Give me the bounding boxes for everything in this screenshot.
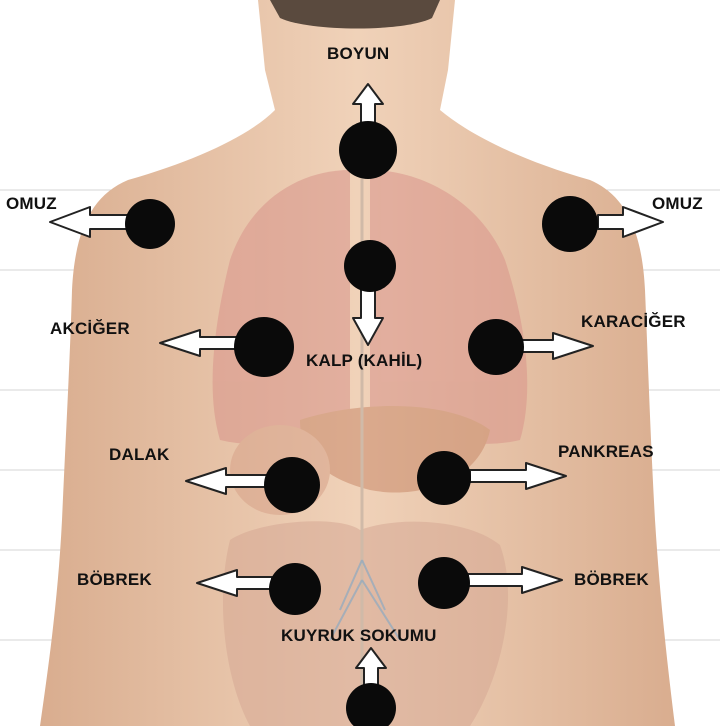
arrow-shoulder-right: [597, 206, 664, 238]
point-heart: [344, 240, 396, 292]
point-shoulder-left: [125, 199, 175, 249]
point-shoulder-right: [542, 196, 598, 252]
vessels: [329, 559, 401, 641]
lung-right-shape: [370, 170, 528, 444]
point-neck: [339, 121, 397, 179]
label-tailbone: KUYRUK SOKUMU: [281, 626, 437, 645]
label-heart: KALP (KAHİL): [306, 351, 423, 370]
label-kidney-right: BÖBREK: [574, 570, 649, 589]
point-pancreas: [417, 451, 471, 505]
point-lung: [234, 317, 294, 377]
points: [125, 121, 598, 726]
point-liver: [468, 319, 524, 375]
label-shoulder-right: OMUZ: [652, 194, 703, 213]
label-liver: KARACİĞER: [581, 312, 686, 331]
label-neck: BOYUN: [327, 44, 390, 63]
point-tailbone: [346, 683, 396, 726]
label-kidney-left: BÖBREK: [77, 570, 152, 589]
label-spleen: DALAK: [109, 445, 170, 464]
hair: [270, 0, 440, 29]
label-lung: AKCİĞER: [50, 319, 130, 338]
point-kidney-right: [418, 557, 470, 609]
label-pancreas: PANKREAS: [558, 442, 654, 461]
label-shoulder-left: OMUZ: [6, 194, 57, 213]
lung-left-shape: [212, 170, 350, 444]
point-spleen: [264, 457, 320, 513]
point-kidney-left: [269, 563, 321, 615]
back-silhouette: [40, 0, 675, 726]
